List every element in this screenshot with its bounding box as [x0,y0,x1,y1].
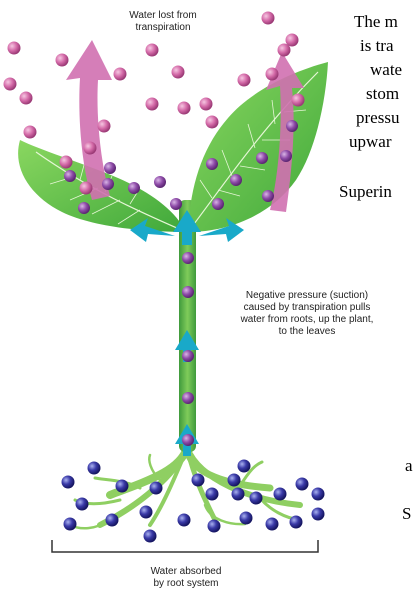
vapor-molecule [292,94,305,107]
vapor-molecule [8,42,21,55]
right-leaf [188,62,328,232]
vapor-molecule [200,98,213,111]
leaf-water-molecule [182,392,194,404]
root-water-molecule [290,516,303,529]
leaf-water-molecule [182,350,194,362]
leaf-water-molecule [256,152,268,164]
vapor-molecule [278,44,291,57]
leaf-water-molecule [104,162,116,174]
vapor-molecule [178,102,191,115]
leaf-water-molecule [182,286,194,298]
root-water-molecule [266,518,279,531]
root-water-molecule [240,512,253,525]
root-water-molecule [178,514,191,527]
vapor-molecule [262,12,275,25]
vapor-molecule [114,68,127,81]
vapor-molecule [172,66,185,79]
root-water-molecule [208,520,221,533]
label-water-absorbed-line-1: Water absorbed [120,566,252,578]
root-water-molecule [250,492,263,505]
root-water-molecule [76,498,89,511]
label-negative-pressure-line-3: water from roots, up the plant, [198,314,416,326]
label-water-absorbed-line-2: by root system [120,578,252,590]
root-water-molecule [116,480,129,493]
root-bracket [52,540,318,552]
label-water-lost-line-2: transpiration [98,22,228,34]
root-water-molecule [140,506,153,519]
root-water-molecule [192,474,205,487]
leaf-water-molecule [102,178,114,190]
root-water-molecule [238,460,251,473]
label-water-lost-line-1: Water lost from [98,10,228,22]
leaf-water-molecule [78,202,90,214]
label-negative-pressure-line-1: Negative pressure (suction) [198,290,416,302]
cropped-text-line-7: Superin [339,180,392,204]
leaf-water-molecule [128,182,140,194]
vapor-molecule [20,92,33,105]
root-water-molecule [312,508,325,521]
cropped-text-line-5: pressu [356,106,399,130]
vapor-molecule [266,68,279,81]
root-water-molecule [228,474,241,487]
root-water-molecule [312,488,325,501]
cropped-text-line-2: is tra [360,34,394,58]
leaf-water-molecule [206,158,218,170]
vapor-molecule [206,116,219,129]
leaf-water-molecule [182,434,194,446]
vapor-molecule [56,54,69,67]
vapor-molecule [60,156,73,169]
root-water-molecule [232,488,245,501]
vapor-molecule [80,182,93,195]
vapor-molecule [98,120,111,133]
root-water-molecule [106,514,119,527]
cropped-text-line-9: S [402,502,411,526]
cropped-text-line-1: The m [354,10,398,34]
vapor-molecule [24,126,37,139]
root-water-molecule [62,476,75,489]
label-water-lost: Water lost from transpiration [98,10,228,34]
cropped-text-line-3: wate [370,58,402,82]
label-water-absorbed: Water absorbed by root system [120,566,252,590]
label-negative-pressure-line-4: to the leaves [198,326,416,338]
root-water-molecule [88,462,101,475]
cropped-text-line-6: upwar [349,130,391,154]
leaf-water-molecule [154,176,166,188]
vapor-molecule [146,44,159,57]
leaf-water-molecule [182,252,194,264]
root-water-molecule [206,488,219,501]
leaf-water-molecule [230,174,242,186]
leaf-water-molecule [212,198,224,210]
cropped-text-line-4: stom [366,82,399,106]
vapor-molecule [238,74,251,87]
label-negative-pressure-line-2: caused by transpiration pulls [198,302,416,314]
leaf-water-molecule [64,170,76,182]
vapor-molecule [84,142,97,155]
root-water-molecule [150,482,163,495]
root-water-molecule [144,530,157,543]
vapor-molecule [4,78,17,91]
label-negative-pressure: Negative pressure (suction) caused by tr… [198,290,416,338]
cropped-text-line-8: a [405,454,413,478]
root-water-molecule [64,518,77,531]
leaf-water-molecule [170,198,182,210]
leaf-water-molecule [262,190,274,202]
vapor-molecule [146,98,159,111]
root-water-molecule [296,478,309,491]
root-water-molecule [274,488,287,501]
leaf-water-molecule [286,120,298,132]
leaf-water-molecule [280,150,292,162]
